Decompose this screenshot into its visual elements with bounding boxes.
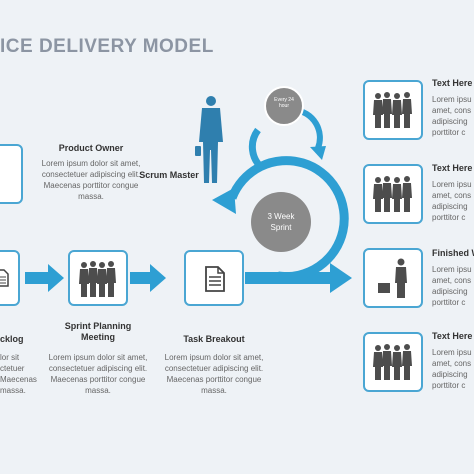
product-owner-text: Lorem ipsum dolor sit amet, consectetuer… — [41, 159, 141, 201]
task-breakout-label: Task Breakout — [183, 334, 245, 344]
right-item-2-text: Lorem ipsu amet, cons adipiscing porttit… — [432, 180, 472, 222]
team-icon — [373, 344, 412, 380]
arrow-backlog-to-planning — [25, 264, 64, 292]
sprint-loop-arrowhead — [212, 188, 236, 214]
sprint-circle — [251, 192, 311, 252]
right-box-1 — [363, 80, 423, 140]
sprint-loop-arc — [227, 156, 349, 282]
team-icon — [79, 261, 116, 297]
document-icon — [0, 269, 9, 287]
every24-circle — [264, 86, 304, 126]
right-item-2-label: Text Here — [432, 163, 473, 173]
document-icon — [205, 266, 225, 292]
daily-loop-arrowhead — [310, 146, 326, 160]
sprint-planning-text: Lorem ipsum dolor sit amet, consectetuer… — [48, 353, 148, 395]
right-item-1-text: Lorem ipsu amet, cons adipiscing porttit… — [432, 95, 472, 137]
backlog-text: lor sit ctetuer Maecenas massa. — [0, 353, 37, 395]
page-title: ICE DELIVERY MODEL — [0, 36, 214, 57]
sprint-planning-box — [68, 250, 128, 306]
backlog-box — [0, 250, 20, 306]
backlog-label: cklog — [0, 334, 24, 344]
product-owner-box — [0, 144, 23, 204]
right-item-4-text: Lorem ipsu amet, cons adipiscing porttit… — [432, 348, 472, 390]
right-item-3-label: Finished W — [432, 248, 474, 258]
sprint-line2: Sprint — [270, 223, 292, 232]
scrum-master-figure — [195, 96, 223, 183]
sprint-line1: 3 Week — [267, 212, 295, 221]
arrow-planning-to-task — [130, 264, 166, 292]
right-box-4 — [363, 332, 423, 392]
right-item-1-label: Text Here — [432, 78, 473, 88]
task-breakout-box — [184, 250, 244, 306]
product-owner-label: Product Owner — [58, 143, 124, 153]
right-item-3-text: Lorem ipsu amet, cons adipiscing porttit… — [432, 265, 472, 307]
daily-to-sprint-arc — [248, 127, 265, 171]
team-icon — [373, 176, 412, 212]
right-box-2 — [363, 164, 423, 224]
every24-text: Every 24 hour — [274, 97, 294, 109]
task-breakout-text: Lorem ipsum dolor sit amet, consectetuer… — [164, 353, 264, 395]
scrum-master-label: Scrum Master — [139, 170, 199, 180]
sprint-planning-label: Sprint Planning Meeting — [64, 321, 132, 342]
right-item-4-label: Text Here — [432, 331, 473, 341]
right-box-3 — [363, 248, 423, 308]
team-icon — [373, 92, 412, 128]
delivery-person-icon — [378, 258, 407, 298]
